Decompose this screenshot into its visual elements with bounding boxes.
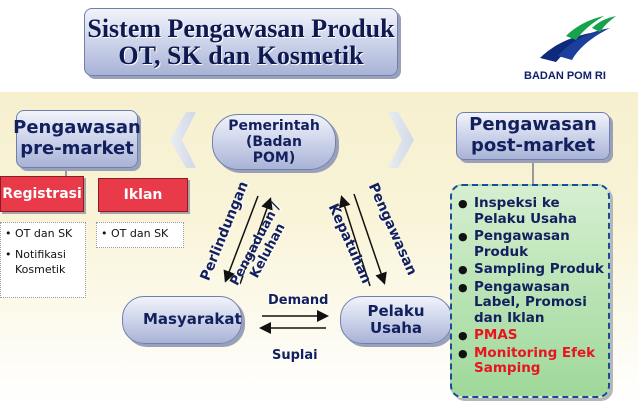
pengawasan-arrow	[353, 193, 387, 285]
logo-text: BADAN POM RI	[524, 70, 606, 82]
iklan-label: Iklan	[123, 186, 163, 203]
list-item: Inspeksi ke Pelaku Usaha	[458, 195, 604, 227]
registrasi-label: Registrasi	[2, 185, 82, 202]
list-item: PMAS	[458, 327, 604, 344]
pelaku-usaha-label: Pelaku Usaha	[367, 301, 425, 337]
iklan-box: Iklan	[98, 178, 188, 212]
post-market-box: Pengawasan post-market	[456, 112, 610, 160]
list-item: Sampling Produk	[458, 261, 604, 278]
list-item: OT dan SK	[101, 227, 181, 242]
list-item: Notifikasi Kosmetik	[5, 248, 83, 278]
registrasi-list: OT dan SK Notifikasi Kosmetik	[0, 222, 86, 298]
list-item: Pengawasan Label, Promosi dan Iklan	[458, 279, 604, 327]
masyarakat-label: Masyarakat	[143, 310, 242, 329]
list-item: Pengawasan Produk	[458, 228, 604, 260]
badan-pom-emblem-icon	[540, 16, 616, 62]
badan-pom-logo: BADAN POM RI	[500, 6, 630, 86]
iklan-list: OT dan SK	[96, 222, 184, 248]
kepatuhan-arrow	[339, 195, 371, 287]
pelaku-usaha-node: Pelaku Usaha	[340, 296, 452, 344]
pre-market-box: Pengawasan pre-market	[13, 110, 141, 168]
list-item: Monitoring Efek Samping	[458, 345, 604, 377]
edge-label-suplai: Suplai	[272, 348, 318, 363]
pemerintah-node: Pemerintah (Badan POM)	[212, 114, 336, 170]
post-market-label: Pengawasan post-market	[469, 114, 597, 156]
pre-market-label: Pengawasan pre-market	[13, 117, 141, 159]
pemerintah-label: Pemerintah (Badan POM)	[228, 117, 320, 167]
masyarakat-node: Masyarakat	[122, 296, 242, 344]
right-chevron-arrow	[388, 112, 414, 168]
list-item: OT dan SK	[5, 227, 83, 242]
post-market-activities: Inspeksi ke Pelaku UsahaPengawasan Produ…	[450, 184, 610, 398]
registrasi-box: Registrasi	[0, 176, 84, 212]
left-chevron-arrow	[170, 112, 196, 168]
diagram-title: Sistem Pengawasan Produk OT, SK dan Kosm…	[84, 8, 398, 76]
edge-label-demand: Demand	[268, 293, 329, 308]
title-line-2: OT, SK dan Kosmetik	[118, 41, 364, 70]
perlindungan-arrow	[223, 195, 259, 283]
title-line-1: Sistem Pengawasan Produk	[87, 13, 395, 43]
pengaduan-arrow	[239, 197, 273, 285]
